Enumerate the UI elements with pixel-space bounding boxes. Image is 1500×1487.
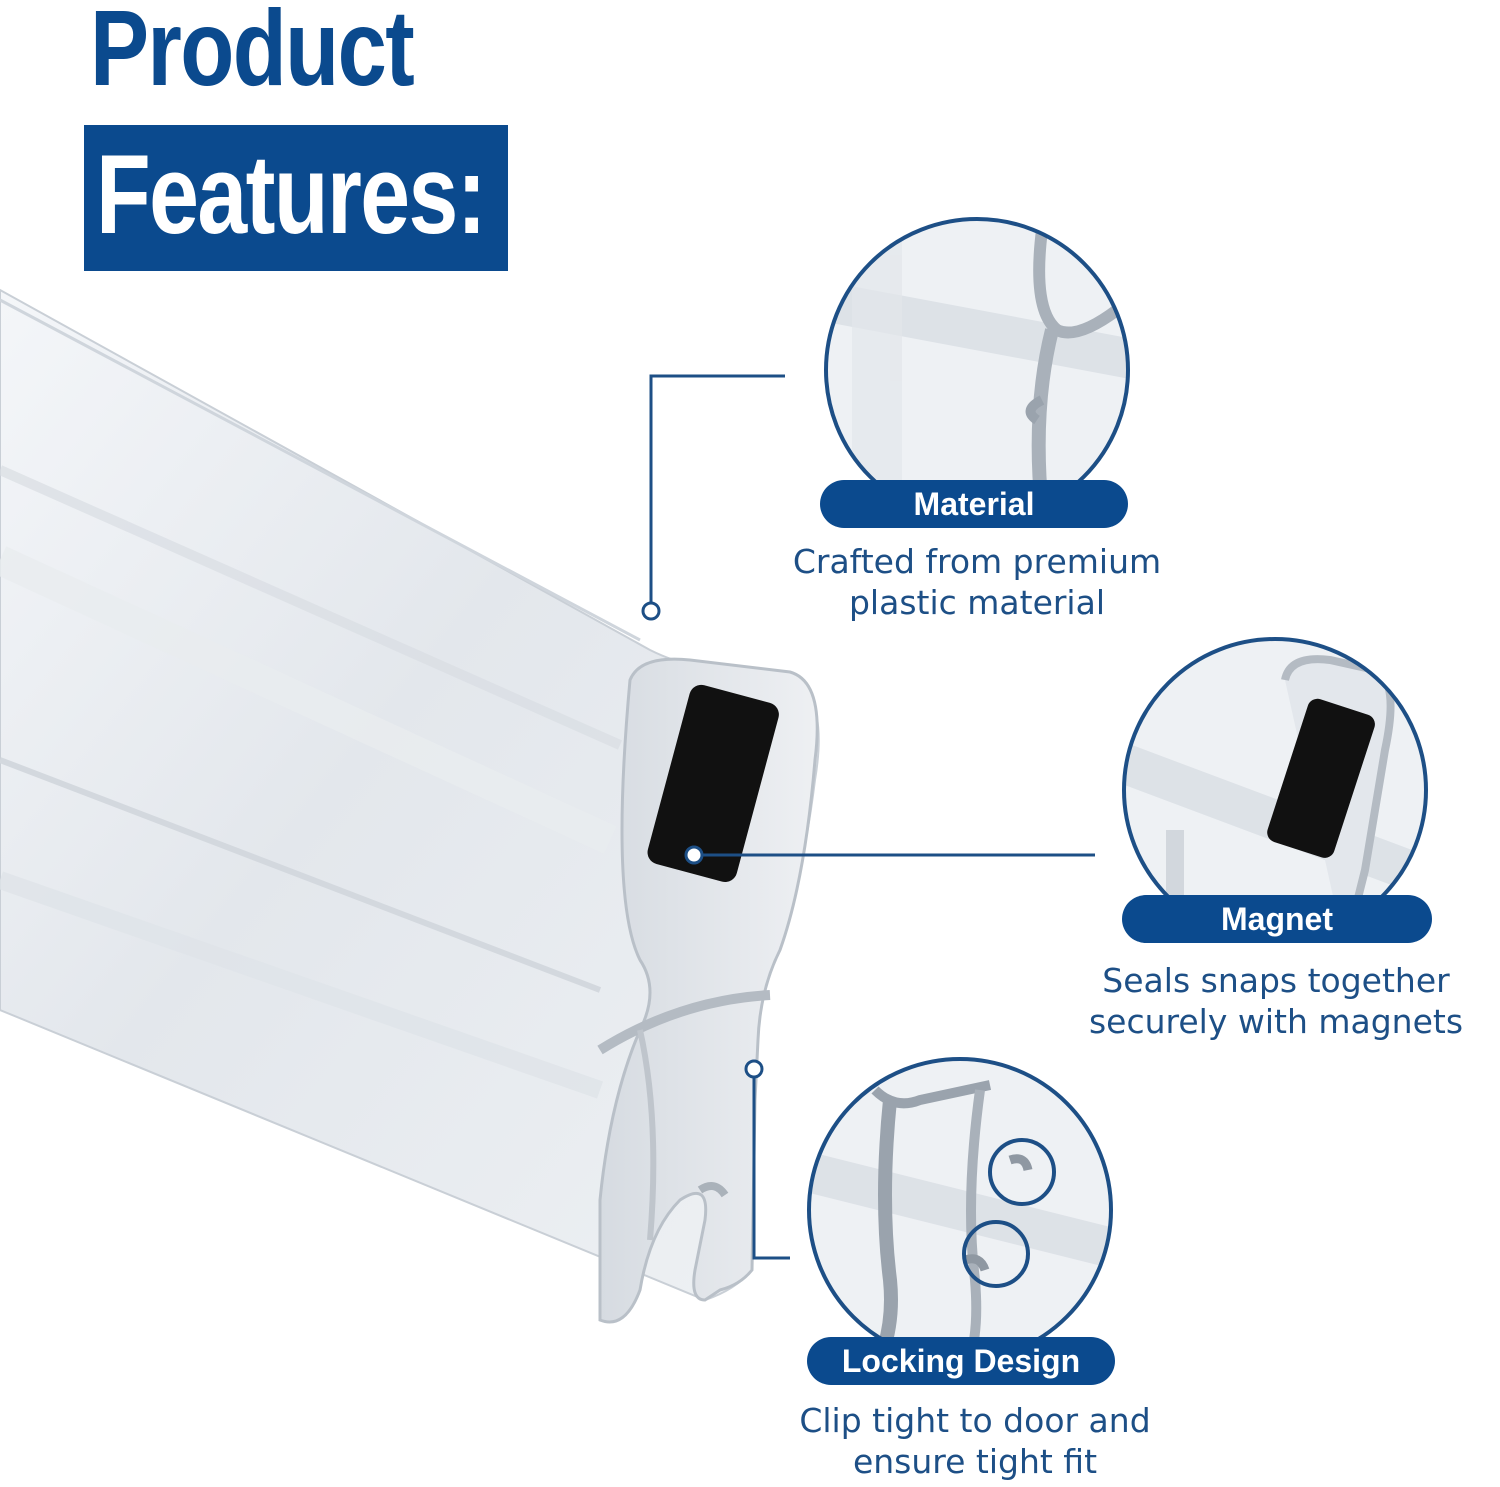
description-line: Crafted from premium <box>792 542 1162 581</box>
feature-description-material: Crafted from premium plastic material <box>740 541 1214 623</box>
description-line: Clip tight to door and <box>799 1401 1151 1440</box>
heading-line-2: Features: <box>96 132 487 257</box>
callout-line-material <box>641 374 785 621</box>
callout-line-locking <box>744 1059 790 1260</box>
detail-circle-material <box>824 217 1130 523</box>
heading-line-1: Product <box>90 0 415 108</box>
feature-label-locking-design: Locking Design <box>807 1337 1115 1385</box>
description-line: Seals snaps together <box>1102 961 1450 1000</box>
feature-description-magnet: Seals snaps together securely with magne… <box>1062 960 1490 1042</box>
feature-description-locking-design: Clip tight to door and ensure tight fit <box>750 1400 1200 1482</box>
detail-circle-locking <box>807 1057 1113 1363</box>
feature-label-magnet: Magnet <box>1122 895 1432 943</box>
heading-box: Features: <box>84 125 508 271</box>
feature-label-material: Material <box>820 480 1128 528</box>
magnet-strip <box>647 684 779 883</box>
description-line: securely with magnets <box>1088 1002 1464 1041</box>
description-line: plastic material <box>848 583 1105 622</box>
description-line: ensure tight fit <box>852 1442 1098 1481</box>
callout-line-magnet <box>684 845 1095 865</box>
